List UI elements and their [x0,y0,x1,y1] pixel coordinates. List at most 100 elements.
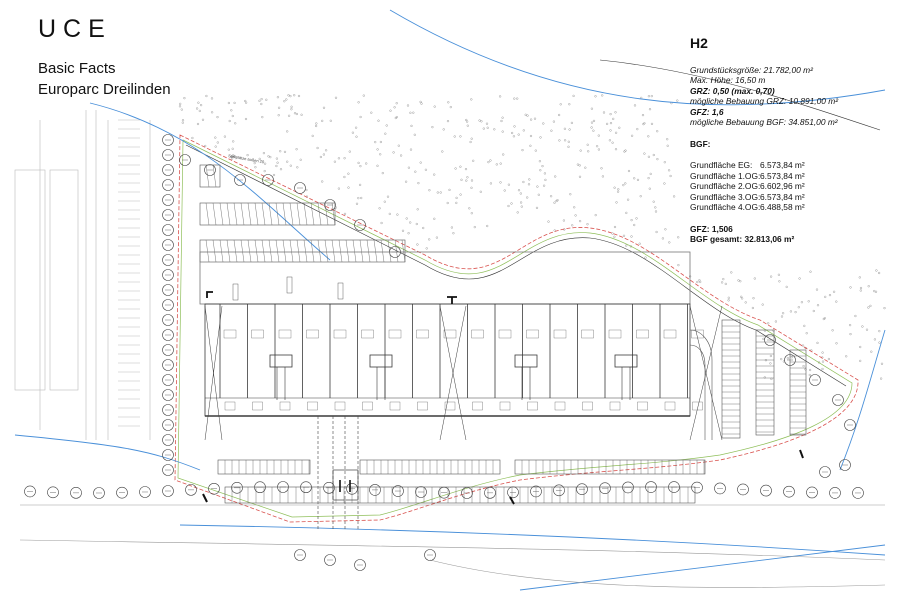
tree-dot [489,182,492,185]
tree-dot [406,104,410,107]
bay-label-box [636,329,649,339]
ramp-marker [204,305,223,441]
tree-dot [502,153,505,156]
tree-dot [233,101,236,104]
tree-dot [594,214,597,217]
tree-dot [861,325,864,328]
tree-dot [260,97,263,101]
stall-line [275,239,280,263]
stall-line [338,239,343,263]
tree-dot [258,99,261,102]
tree-symbol [139,486,151,498]
tree-dot [672,195,676,198]
tree-dot [337,187,340,190]
tree-symbol [737,483,749,496]
stair-core [369,354,393,368]
floor-value: 6.573,84 m² [760,191,805,202]
tree-dot [527,183,531,186]
tree-dot [617,188,620,191]
stall-line [226,202,231,226]
tree-symbol [714,482,726,495]
tree-dot [245,101,248,104]
tree-dot [661,237,664,240]
tree-symbol [162,209,174,221]
tree-dot [666,138,669,141]
tree-dot [522,129,525,132]
tree-dot [374,141,377,144]
tree-dot [539,136,542,139]
tree-dot [753,277,756,280]
tree-dot [638,242,641,245]
tree-dot [286,160,289,163]
stall-line [310,239,315,263]
parking-row [224,486,696,504]
tree-dot [654,206,657,209]
max-height: Max. Höhe: 16,50 m [690,75,766,85]
tree-dot [827,357,830,361]
tree-dot [388,212,391,215]
tree-symbol [204,164,216,176]
tree-symbol [461,487,473,499]
tree-dot [867,306,870,309]
floor-label: Grundfläche 3.OG: [690,191,761,202]
dock-box [417,401,428,411]
tree-dot [521,149,524,152]
tree-dot [767,322,770,325]
tree-dot [416,243,419,246]
tree-dot [854,314,857,318]
tree-dot [635,217,638,220]
dock-box [362,401,373,411]
tree-dot [612,117,615,120]
tree-dot [808,368,812,372]
roof-symbol [447,296,457,304]
tree-dot [233,155,236,158]
stall-line [331,239,336,263]
tree-symbol [234,174,246,186]
tree-dot [435,236,438,239]
tree-dot [769,275,773,278]
tree-dot [556,199,559,202]
tree-dot [590,107,593,110]
tree-dot [865,328,869,331]
tree-dot [613,186,616,189]
tree-dot [278,106,281,109]
tree-symbol [162,464,174,476]
tree-dot [557,113,561,117]
tree-dot [677,264,680,267]
tree-dot [507,204,510,208]
tree-dot [605,122,609,125]
tree-dot [519,192,522,195]
tree-dot [563,139,567,142]
tree-dot [643,152,646,155]
tree-dot [269,156,272,159]
tree-dot [513,125,516,128]
tree-dot [636,178,640,181]
tree-dot [727,299,730,302]
ramp-marker [689,305,723,441]
tree-dot [831,329,834,332]
tree-dot [433,217,436,220]
stall-line [261,239,266,263]
tree-dot [482,127,485,130]
tree-dot [600,167,603,170]
tree-dot [778,280,781,283]
tree-dot [618,126,621,129]
stall-line [296,239,301,263]
tree-symbol [162,434,174,446]
tree-dot [526,114,529,117]
tree-dot [348,150,351,153]
tree-dot [449,105,452,109]
parking-block [721,319,741,439]
tree-dot [536,185,539,188]
tree-dot [616,190,620,193]
tree-symbol [354,559,366,571]
tree-dot [436,191,439,194]
tree-dot [197,101,200,104]
tree-dot [730,271,733,274]
stall-line [310,202,315,226]
tree-dot [770,377,773,380]
tree-dot [812,309,815,313]
tree-dot [365,162,368,165]
tree-dot [287,94,290,97]
tree-dot [230,109,233,112]
